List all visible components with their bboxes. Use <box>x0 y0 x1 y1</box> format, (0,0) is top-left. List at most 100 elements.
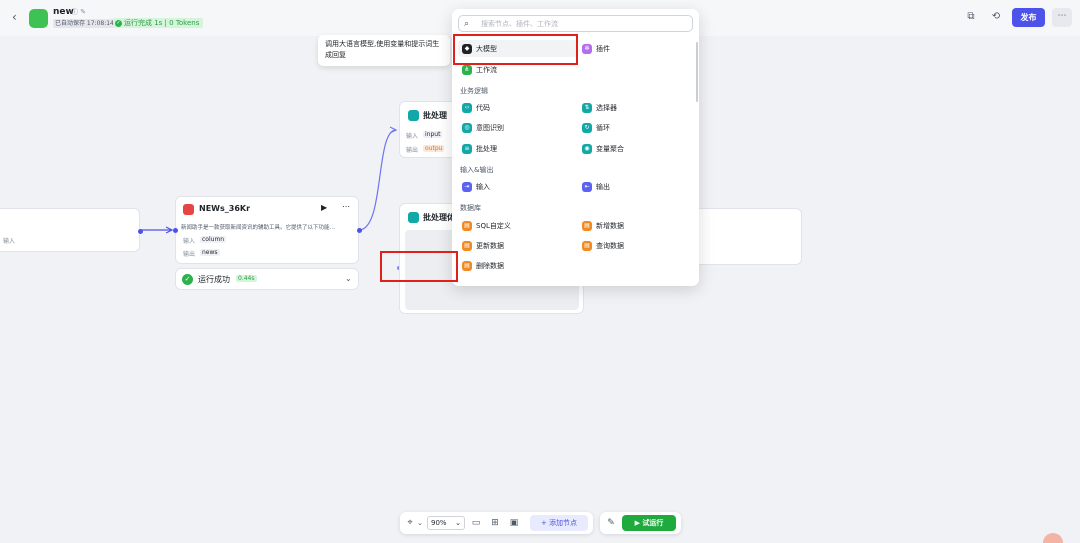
node-item-label: 输出 <box>596 182 610 191</box>
selector-icon: ⇅ <box>582 102 592 113</box>
node-item-label: 插件 <box>596 44 610 53</box>
news-node-in-port[interactable] <box>173 228 178 233</box>
node-item-input[interactable]: ⇥ 输入 <box>458 178 578 195</box>
chevron-down-icon[interactable]: ⌄ <box>345 274 352 283</box>
loop-icon: ↻ <box>582 122 592 133</box>
run-result-bar[interactable]: ✓ 运行成功 0.44s ⌄ <box>175 268 359 290</box>
input-icon: ⇥ <box>462 181 472 192</box>
database-icon: ▤ <box>582 220 592 231</box>
assistant-avatar[interactable] <box>1043 533 1063 543</box>
aggregate-icon: ◉ <box>582 143 592 154</box>
node-item-label: 新增数据 <box>596 221 624 230</box>
node-item-batch[interactable]: ≡ 批处理 <box>458 140 578 157</box>
node-item-plugin[interactable]: ✻ 插件 <box>578 40 688 57</box>
node-description-tooltip: 调用大语言模型,使用变量和提示词生成回复 <box>318 35 450 66</box>
run-status-text: 运行完成 1s | 0 Tokens <box>124 19 200 27</box>
node-item-workflow[interactable]: ⋔ 工作流 <box>458 61 578 78</box>
workflow-app-icon <box>29 9 48 28</box>
chevron-down-icon[interactable]: ⌄ <box>417 519 423 527</box>
check-icon: ✓ <box>115 19 122 27</box>
node-item-code[interactable]: ‹› 代码 <box>458 99 578 116</box>
batch-icon <box>408 212 419 223</box>
search-icon: ⌕ <box>464 19 470 29</box>
batch-icon: ≡ <box>462 143 472 154</box>
minimap-icon[interactable]: ▣ <box>509 518 519 528</box>
node-item-update[interactable]: ▤ 更新数据 <box>458 237 578 254</box>
output-tag: news <box>200 249 220 256</box>
node-item-output[interactable]: ⇤ 输出 <box>578 178 688 195</box>
node-item-label: 输入 <box>476 182 490 191</box>
section-title-io: 输入&输出 <box>460 166 494 174</box>
layout-icon[interactable]: ⊞ <box>491 518 499 528</box>
panel-scrollbar[interactable] <box>696 42 698 102</box>
start-node-port[interactable] <box>138 229 143 234</box>
node-item-label: 批处理 <box>476 144 497 153</box>
node-item-llm[interactable]: ◆ 大模型 <box>458 40 578 57</box>
batch-icon <box>408 110 419 121</box>
input-tag: input <box>423 131 443 138</box>
more-menu-button[interactable]: ⋯ <box>1052 8 1072 27</box>
batch-node[interactable]: 批处理 输入 input 输出 outpu <box>399 101 457 158</box>
node-item-label: 更新数据 <box>476 241 504 250</box>
plugin-icon: ✻ <box>582 43 592 54</box>
run-result-label: 运行成功 <box>198 275 230 284</box>
history-icon[interactable]: ⟲ <box>991 11 1001 22</box>
node-more-icon[interactable]: ⋯ <box>342 202 350 211</box>
workflow-title: new <box>53 7 74 17</box>
edit-icon[interactable]: ⓘ ✎ <box>71 8 87 16</box>
add-node-button[interactable]: + 添加节点 <box>530 515 588 531</box>
success-check-icon: ✓ <box>182 274 193 285</box>
node-item-delete[interactable]: ▤ 删除数据 <box>458 257 578 274</box>
output-icon: ⇤ <box>582 181 592 192</box>
batch-body-title: 批处理体 <box>423 213 455 222</box>
highlight-edge-box <box>380 251 458 282</box>
mouse-mode-icon[interactable]: ⌖ <box>407 518 413 528</box>
test-run-button[interactable]: ▶ 试运行 <box>622 515 676 531</box>
comment-icon[interactable]: ▭ <box>471 518 481 528</box>
node-item-selector[interactable]: ⇅ 选择器 <box>578 99 688 116</box>
database-icon: ▤ <box>462 260 472 271</box>
code-icon: ‹› <box>462 102 472 113</box>
node-item-query[interactable]: ▤ 查询数据 <box>578 237 688 254</box>
zoom-value: 90% <box>431 519 447 527</box>
section-title-database: 数据库 <box>460 204 481 212</box>
input-label: 输入 <box>406 133 419 140</box>
node-item-label: 变量聚合 <box>596 144 624 153</box>
node-item-label: 删除数据 <box>476 261 504 270</box>
copy-icon[interactable]: ⧉ <box>967 11 975 22</box>
news-node-out-port[interactable] <box>357 228 362 233</box>
batch-node-title: 批处理 <box>423 111 447 120</box>
node-item-label: 意图识别 <box>476 123 504 132</box>
news-node-description: 新闻助手是一款获取新闻资讯的辅助工具。它提供了以下功能… <box>181 225 336 231</box>
database-icon: ▤ <box>462 240 472 251</box>
news-node-title: NEWs_36Kr <box>199 204 251 213</box>
node-item-insert[interactable]: ▤ 新增数据 <box>578 217 688 234</box>
start-node-hint: 输入 <box>3 238 16 245</box>
input-label: 输入 <box>183 238 196 245</box>
run-node-icon[interactable]: ▶ <box>321 203 328 212</box>
node-item-sql[interactable]: ▤ SQL自定义 <box>458 217 578 234</box>
news-plugin-node[interactable]: NEWs_36Kr ▶ ⋯ 新闻助手是一款获取新闻资讯的辅助工具。它提供了以下功… <box>173 196 362 264</box>
node-item-label: 查询数据 <box>596 241 624 250</box>
workflow-icon: ⋔ <box>462 64 472 75</box>
back-icon[interactable]: ‹ <box>12 10 17 24</box>
node-item-label: 代码 <box>476 103 490 112</box>
start-node[interactable]: 输入 <box>0 208 143 252</box>
chevron-down-icon: ⌄ <box>455 519 461 527</box>
zoom-select[interactable]: 90% ⌄ <box>427 516 465 530</box>
run-toolbar: ✎ ▶ 试运行 <box>600 512 681 534</box>
publish-button[interactable]: 发布 <box>1012 8 1045 27</box>
search-input[interactable] <box>481 18 686 30</box>
node-item-intent[interactable]: ◎ 意图识别 <box>458 119 578 136</box>
output-tag: outpu <box>423 145 445 152</box>
input-tag: column <box>200 236 227 243</box>
node-item-loop[interactable]: ↻ 循环 <box>578 119 688 136</box>
database-icon: ▤ <box>582 240 592 251</box>
node-search[interactable]: ⌕ <box>458 15 693 32</box>
output-label: 输出 <box>406 147 419 154</box>
debug-icon[interactable]: ✎ <box>607 518 615 528</box>
add-node-panel: ⌕ ◆ 大模型 ✻ 插件 ⋔ 工作流 业务逻辑 ‹› 代码 ⇅ 选择器 ◎ 意图… <box>452 9 699 286</box>
run-status-badge: ✓ 运行完成 1s | 0 Tokens <box>113 18 204 28</box>
node-item-var-aggregate[interactable]: ◉ 变量聚合 <box>578 140 688 157</box>
arrow-icon <box>165 226 174 234</box>
